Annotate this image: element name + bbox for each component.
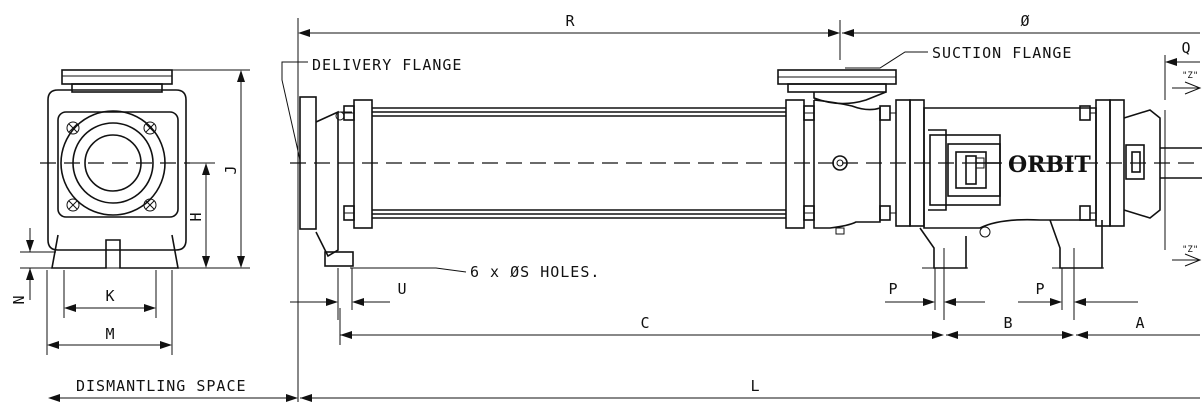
dim-label-j: J: [222, 165, 240, 174]
dim-label-c: C: [640, 314, 649, 332]
dim-label-q: Q: [1181, 39, 1190, 57]
dim-label-h: H: [187, 212, 205, 221]
dim-label-n: N: [10, 295, 28, 304]
suction-housing: [777, 69, 897, 235]
dimension-b: B: [946, 314, 1074, 339]
suction-flange-label: SUCTION FLANGE: [932, 44, 1072, 62]
dim-label-b: B: [1003, 314, 1012, 332]
dimension-m: M: [46, 270, 173, 355]
dim-label-o: Ø: [1020, 12, 1029, 30]
pump-feet: [919, 219, 1104, 320]
view-z-label-top: "Z": [1182, 71, 1198, 81]
dimension-n: N: [10, 228, 56, 305]
brand-label: ORBIT: [1008, 152, 1091, 178]
delivery-flange-label: DELIVERY FLANGE: [312, 56, 462, 74]
view-z-label-bottom: "Z": [1182, 245, 1198, 255]
dimension-r: R: [298, 12, 841, 60]
dimension-k: K: [63, 270, 157, 318]
dimension-dismantling: DISMANTLING SPACE: [48, 377, 298, 402]
dim-label-r: R: [565, 12, 575, 30]
dimension-p-2: P: [1018, 268, 1138, 310]
dimension-a: A: [1076, 314, 1200, 339]
dim-label-u: U: [397, 280, 406, 298]
dismantling-space-label: DISMANTLING SPACE: [76, 377, 247, 395]
dimension-u: U: [290, 268, 407, 320]
dim-label-p-2: P: [1035, 280, 1044, 298]
holes-label: 6 x ØS HOLES.: [470, 263, 600, 281]
dim-label-p-1: P: [888, 280, 897, 298]
dimension-l: L: [300, 377, 1200, 402]
dim-label-k: K: [105, 287, 114, 305]
dim-label-a: A: [1135, 314, 1144, 332]
end-view: [40, 69, 190, 269]
dimension-h: H: [186, 162, 215, 269]
dimension-p-1: P: [885, 268, 985, 310]
drive-end: [1123, 109, 1202, 250]
coupling-flange-2: [1079, 99, 1125, 227]
dimension-o: Ø: [842, 12, 1200, 37]
stator-tube: [343, 99, 815, 229]
dimension-j: J: [172, 69, 250, 269]
dimension-q: Q: [1164, 39, 1200, 100]
view-z-arrows: "Z" "Z": [1172, 71, 1202, 267]
dim-label-l: L: [750, 377, 759, 395]
delivery-flange: [299, 96, 354, 267]
end-view-bolts: [66, 121, 157, 212]
drive-housing: ORBIT: [923, 107, 1097, 238]
dim-label-m: M: [105, 325, 114, 343]
dimension-c: C: [339, 308, 944, 345]
